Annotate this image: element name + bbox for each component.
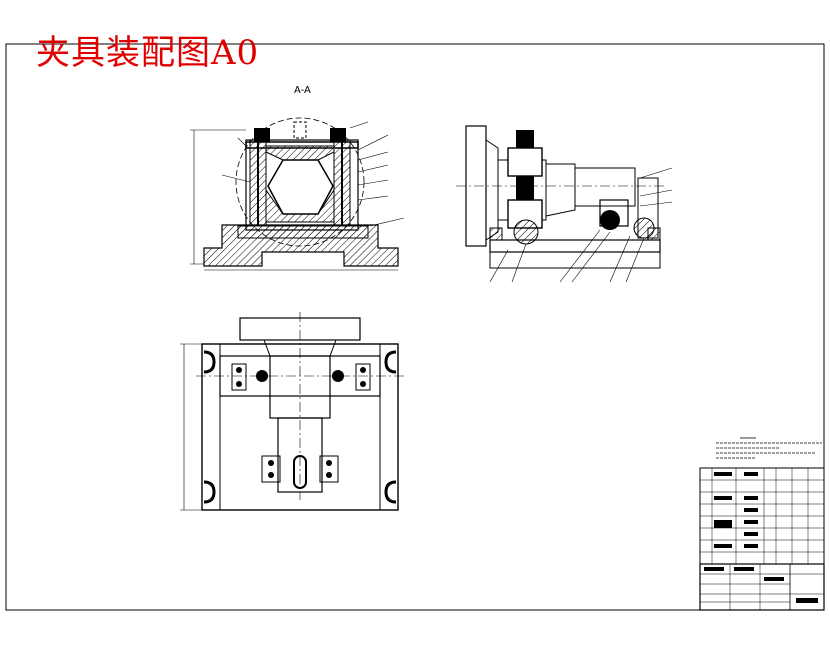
side-view xyxy=(456,125,673,283)
drawing-title: 夹具装配图A0 xyxy=(36,33,260,73)
sheet-frame xyxy=(5,43,825,611)
parts-table xyxy=(699,467,825,565)
top-view xyxy=(180,312,404,511)
section-view-a-a: A-A xyxy=(190,85,405,271)
title-block xyxy=(699,563,825,611)
section-label: A-A xyxy=(294,85,311,96)
technical-notes xyxy=(716,437,822,459)
